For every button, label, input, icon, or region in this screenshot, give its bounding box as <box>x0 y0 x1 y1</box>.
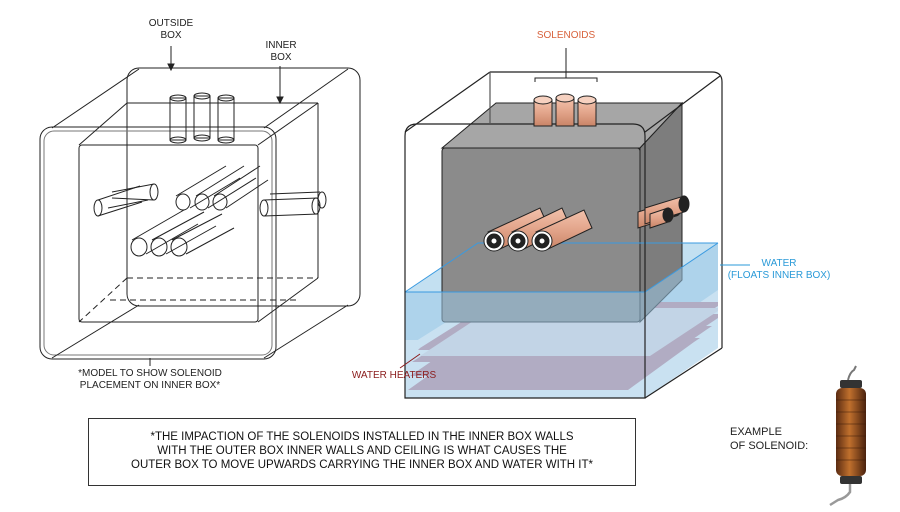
model-caption-line2: PLACEMENT ON INNER BOX* <box>79 380 221 391</box>
front-solenoids <box>483 207 593 252</box>
outer-box-front-frame <box>39 126 277 360</box>
wireframe-front-solenoids-lower <box>130 209 235 257</box>
example-solenoid-label: EXAMPLE OF SOLENOID: <box>730 425 830 453</box>
shaded-model <box>399 48 750 399</box>
example-label-line2: OF SOLENOID: <box>730 440 809 452</box>
example-solenoid-image <box>829 365 866 507</box>
model-caption-line1: *MODEL TO SHOW SOLENOID <box>78 368 222 379</box>
solenoids-label-text: SOLENOIDS <box>536 30 596 41</box>
outer-box-back-frame <box>126 67 361 307</box>
outside-box-label-line1: OUTSIDE <box>148 18 194 29</box>
example-label-line1: EXAMPLE <box>730 426 782 438</box>
outside-box-label: OUTSIDE BOX <box>140 18 202 42</box>
explanation-note: *THE IMPACTION OF THE SOLENOIDS INSTALLE… <box>88 418 636 486</box>
note-line-3: OUTER BOX TO MOVE UPWARDS CARRYING THE I… <box>131 459 593 471</box>
water-front <box>404 242 719 398</box>
side-solenoids <box>637 195 690 229</box>
water-label: WATER (FLOATS INNER BOX) <box>724 258 834 282</box>
model-caption: *MODEL TO SHOW SOLENOID PLACEMENT ON INN… <box>70 368 230 392</box>
wireframe-top-solenoids <box>169 92 235 144</box>
note-line-2: WITH THE OUTER BOX INNER WALLS AND CEILI… <box>157 445 567 457</box>
water-label-line1: WATER <box>761 258 797 269</box>
top-solenoids <box>533 93 597 127</box>
water-heaters-label: WATER HEATERS <box>342 370 446 382</box>
outside-box-label-line2: BOX <box>160 30 182 41</box>
water-label-line2: (FLOATS INNER BOX) <box>727 270 831 281</box>
wireframe-right-solenoids <box>259 191 327 217</box>
inner-box-front <box>78 144 259 323</box>
outer-box-solid-frame <box>404 71 723 399</box>
wireframe-model <box>39 46 361 366</box>
solenoids-label: SOLENOIDS <box>526 30 606 42</box>
wireframe-left-solenoids <box>93 183 159 217</box>
note-line-1: *THE IMPACTION OF THE SOLENOIDS INSTALLE… <box>150 431 574 443</box>
inner-box-label-line2: BOX <box>270 52 292 63</box>
water-heaters-label-text: WATER HEATERS <box>351 370 437 381</box>
wireframe-front-solenoids-upper <box>175 165 269 211</box>
solenoids-bracket <box>534 48 598 82</box>
inner-box-label-line1: INNER <box>265 40 297 51</box>
inner-box-label: INNER BOX <box>258 40 304 64</box>
